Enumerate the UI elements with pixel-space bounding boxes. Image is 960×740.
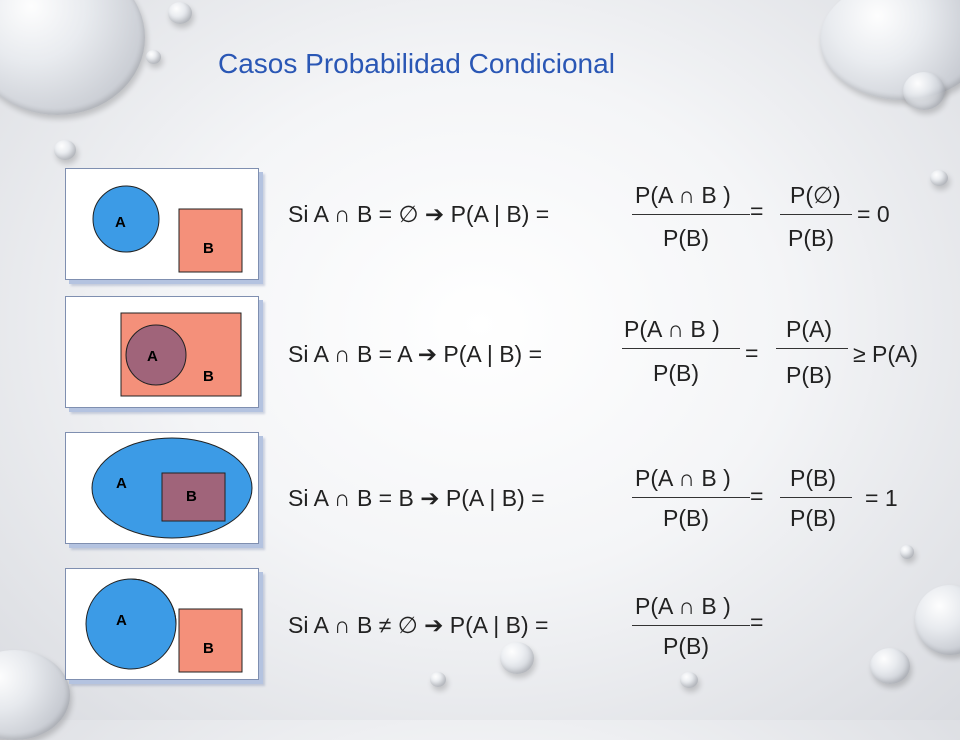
water-drop-decoration bbox=[54, 140, 76, 160]
case1-result: = 0 bbox=[857, 201, 890, 227]
venn-diagram-overlap: A B bbox=[65, 568, 259, 680]
venn-overlap-svg: A B bbox=[85, 578, 243, 673]
set-a-shape bbox=[125, 324, 187, 386]
venn-subset-svg: A B bbox=[120, 312, 242, 397]
water-drop-decoration bbox=[680, 672, 698, 688]
case2-result: ≥ P(A) bbox=[853, 341, 919, 367]
case2-frac2-numerator: P(A) bbox=[786, 316, 832, 342]
case2-frac1-numerator: P(A ∩ B ) bbox=[624, 316, 720, 342]
water-drop-decoration bbox=[903, 72, 945, 110]
case3-frac2-denominator: P(B) bbox=[790, 505, 836, 531]
case1-eq: = bbox=[750, 198, 764, 224]
case2-statement: Si A ∩ B = A ➔ P(A | B) = bbox=[288, 341, 543, 367]
case1-frac1-numerator: P(A ∩ B ) bbox=[635, 182, 731, 208]
venn-diagram-a-subset-b: A B bbox=[65, 296, 259, 408]
set-b-shape bbox=[178, 608, 243, 673]
case1-statement: Si A ∩ B = ∅ ➔ P(A | B) = bbox=[288, 201, 550, 227]
case2-frac2-bar bbox=[776, 348, 848, 349]
water-drop-decoration bbox=[146, 50, 161, 64]
venn-diagram-disjoint: A B bbox=[65, 168, 259, 280]
case3-frac1-numerator: P(A ∩ B ) bbox=[635, 465, 731, 491]
case3-eq: = bbox=[750, 483, 764, 509]
page-title: Casos Probabilidad Condicional bbox=[218, 48, 615, 79]
set-a-label: A bbox=[116, 475, 127, 492]
water-drop-decoration bbox=[430, 672, 446, 687]
case4-frac1-denominator: P(B) bbox=[663, 633, 709, 659]
set-b-shape bbox=[161, 472, 226, 522]
water-drop-decoration bbox=[168, 2, 192, 24]
case4-statement: Si A ∩ B ≠ ∅ ➔ P(A | B) = bbox=[288, 612, 549, 638]
case3-frac1-denominator: P(B) bbox=[663, 505, 709, 531]
case4-frac1-bar bbox=[632, 625, 750, 626]
case3-frac2-bar bbox=[780, 497, 852, 498]
case1-frac1-bar bbox=[632, 214, 750, 215]
water-drop-decoration bbox=[915, 585, 960, 655]
water-drop-decoration bbox=[0, 0, 145, 115]
case3-result: = 1 bbox=[865, 485, 898, 511]
set-a-label: A bbox=[116, 612, 127, 629]
case3-frac1-bar bbox=[632, 497, 750, 498]
set-a-shape bbox=[92, 185, 160, 253]
venn-disjoint-svg: A B bbox=[92, 185, 243, 273]
case1-frac1-denominator: P(B) bbox=[663, 225, 709, 251]
set-b-label: B bbox=[186, 488, 197, 505]
case1-frac2-numerator: P(∅) bbox=[790, 182, 841, 208]
set-b-label: B bbox=[203, 240, 214, 257]
set-b-shape bbox=[178, 208, 243, 273]
case2-eq: = bbox=[745, 340, 759, 366]
case1-frac2-bar bbox=[780, 214, 852, 215]
case3-frac2-numerator: P(B) bbox=[790, 465, 836, 491]
venn-b-subset-svg: A B bbox=[91, 437, 253, 539]
case2-frac1-bar bbox=[622, 348, 740, 349]
case1-frac2-denominator: P(B) bbox=[788, 225, 834, 251]
case4-eq: = bbox=[750, 609, 764, 635]
case2-frac1-denominator: P(B) bbox=[653, 360, 699, 386]
water-drop-decoration bbox=[500, 642, 534, 674]
water-drop-decoration bbox=[900, 545, 914, 559]
set-a-label: A bbox=[147, 348, 158, 365]
case2-frac2-denominator: P(B) bbox=[786, 362, 832, 388]
set-b-label: B bbox=[203, 640, 214, 657]
set-a-label: A bbox=[115, 214, 126, 231]
case3-statement: Si A ∩ B = B ➔ P(A | B) = bbox=[288, 485, 545, 511]
case4-frac1-numerator: P(A ∩ B ) bbox=[635, 593, 731, 619]
set-a-outline bbox=[130, 578, 177, 625]
water-drop-decoration bbox=[0, 650, 70, 740]
water-drop-decoration bbox=[870, 648, 910, 684]
venn-diagram-b-subset-a: A B bbox=[65, 432, 259, 544]
water-drop-decoration bbox=[930, 170, 948, 186]
set-b-label: B bbox=[203, 368, 214, 385]
